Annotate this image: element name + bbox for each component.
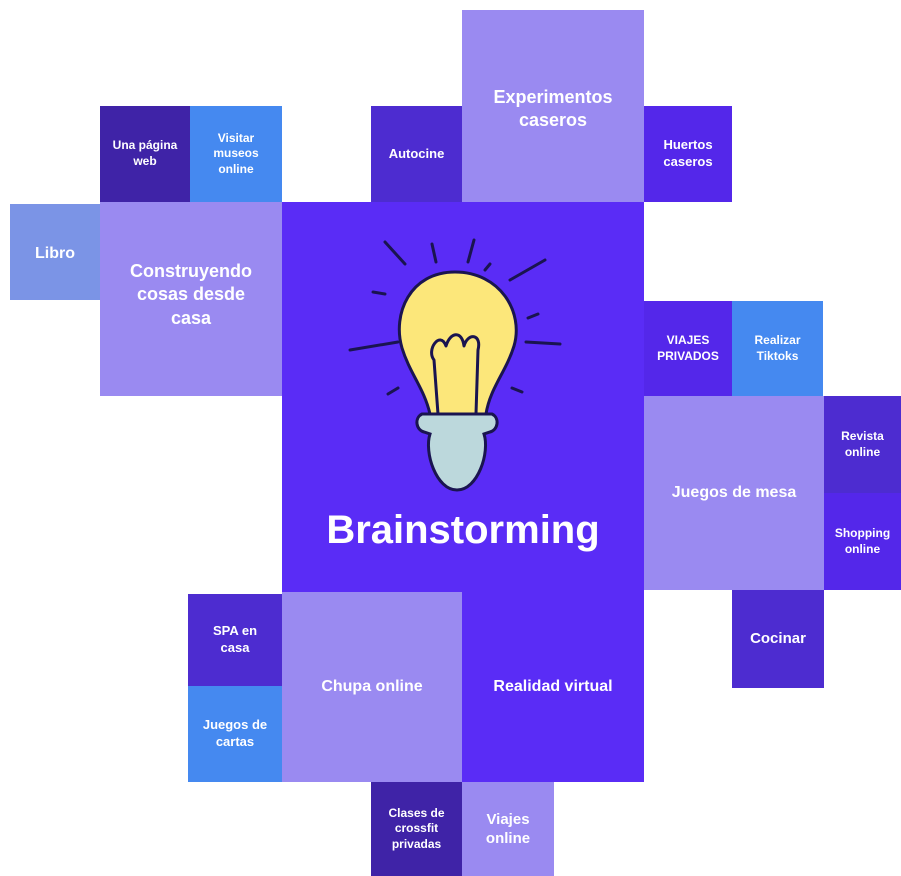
ray-line — [386, 386, 400, 396]
experimentos-caseros-tile: Experimentos caseros — [462, 10, 644, 202]
visitar-museos-tile: Visitar museos online — [190, 106, 282, 202]
autocine-tile: Autocine — [371, 106, 462, 202]
visitar-museos-label: Visitar museos online — [213, 130, 259, 176]
realidad-virtual-tile: Realidad virtual — [462, 592, 644, 782]
chupa-online-label: Chupa online — [321, 677, 423, 695]
libro-tile: Libro — [10, 204, 100, 300]
shopping-online-label: Shopping online — [834, 525, 891, 556]
revista-online-tile: Revista online — [824, 396, 901, 493]
juegos-de-mesa-label: Juegos de mesa — [671, 483, 797, 501]
spa-en-casa-tile: SPA en casa — [188, 594, 282, 686]
ray-line — [508, 258, 547, 282]
viajes-online-tile: Viajes online — [462, 782, 554, 876]
ray-line — [466, 238, 476, 264]
realidad-virtual-label: Realidad virtual — [493, 677, 613, 695]
ray-line — [524, 340, 562, 346]
ray-line — [383, 240, 407, 266]
lightbulb-icon — [348, 238, 562, 492]
huertos-caseros-tile: Huertos caseros — [644, 106, 732, 202]
realizar-tiktoks-label: Realizar Tiktoks — [754, 332, 801, 363]
libro-label: Libro — [35, 245, 75, 262]
ray-line — [348, 340, 400, 352]
juegos-de-cartas-label: Juegos de cartas — [202, 717, 268, 749]
ray-line — [371, 290, 387, 296]
ray-line — [430, 242, 438, 264]
revista-online-label: Revista online — [841, 428, 884, 459]
una-pagina-web-label: Una página web — [112, 138, 178, 168]
clases-crossfit-tile: Clases de crossfit privadas — [371, 782, 462, 876]
viajes-online-label: Viajes online — [485, 810, 531, 848]
chupa-online-tile: Chupa online — [282, 592, 462, 782]
bulb-filament — [430, 333, 481, 416]
clases-crossfit-label: Clases de crossfit privadas — [388, 805, 445, 851]
ray-line — [526, 312, 540, 320]
cocinar-label: Cocinar — [750, 630, 806, 648]
bulb-glass — [397, 270, 518, 416]
shopping-online-tile: Shopping online — [824, 493, 901, 590]
ray-line — [483, 262, 492, 272]
realizar-tiktoks-tile: Realizar Tiktoks — [732, 301, 823, 396]
huertos-caseros-label: Huertos caseros — [663, 137, 713, 169]
cocinar-tile: Cocinar — [732, 590, 824, 688]
spa-en-casa-label: SPA en casa — [212, 623, 258, 655]
juegos-de-mesa-tile: Juegos de mesa — [644, 396, 824, 590]
juegos-de-cartas-tile: Juegos de cartas — [188, 686, 282, 782]
autocine-label: Autocine — [388, 145, 445, 161]
viajes-privados-label: VIAJES PRIVADOS — [657, 332, 719, 363]
viajes-privados-tile: VIAJES PRIVADOS — [644, 301, 732, 396]
experimentos-caseros-label: Experimentos caseros — [493, 87, 613, 131]
bulb-base — [415, 412, 499, 492]
construyendo-cosas-label: Construyendo cosas desde casa — [129, 261, 252, 328]
page-title: Brainstorming — [326, 508, 600, 552]
una-pagina-web-tile: Una página web — [100, 106, 190, 202]
construyendo-cosas-tile: Construyendo cosas desde casa — [100, 202, 282, 396]
ray-line — [510, 386, 524, 394]
